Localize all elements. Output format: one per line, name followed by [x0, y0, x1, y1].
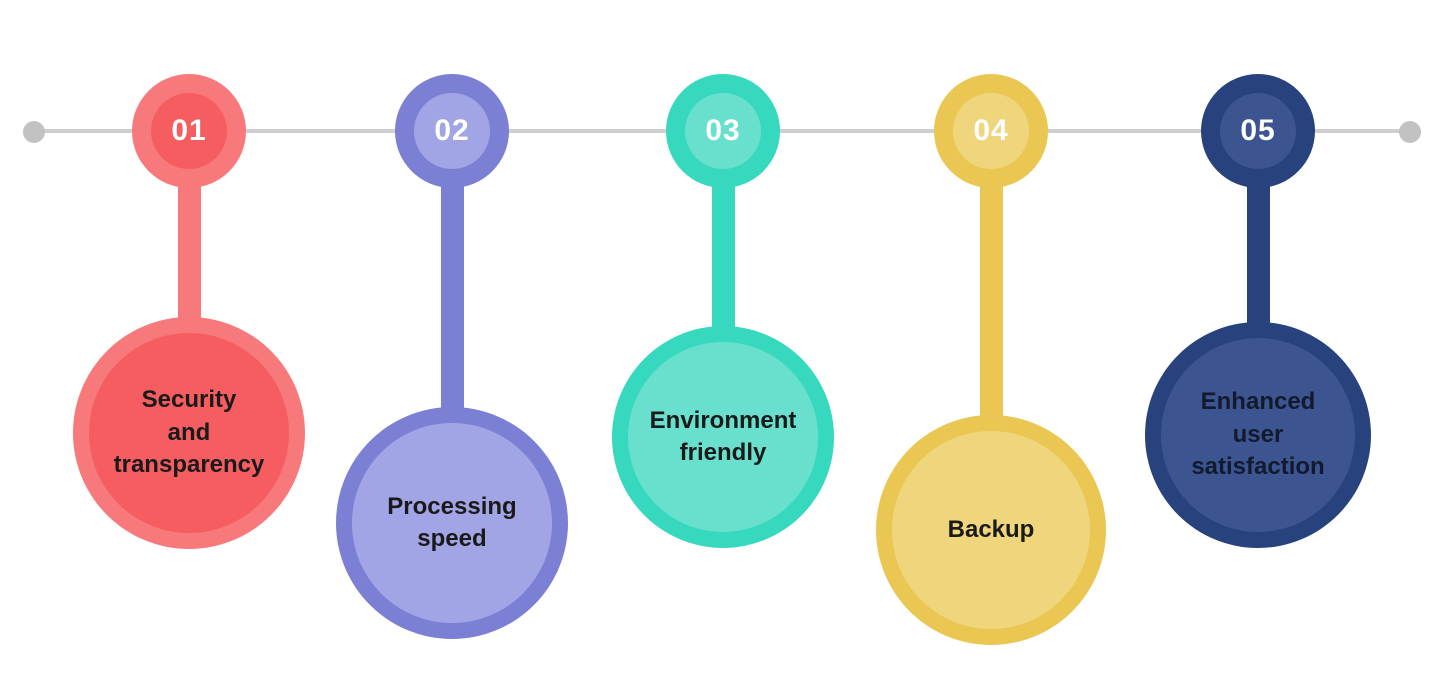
- label-bubble-inner: Security and transparency: [89, 333, 289, 533]
- step-label: Processing speed: [387, 492, 517, 552]
- label-bubble-inner: Backup: [892, 431, 1090, 629]
- number-node-inner: 03: [685, 93, 761, 169]
- step-number: 01: [171, 114, 207, 147]
- label-bubble: Processing speed: [336, 407, 568, 639]
- number-node-inner: 01: [151, 93, 227, 169]
- label-bubble: Environment friendly: [612, 326, 834, 548]
- number-node: 03: [666, 74, 780, 188]
- number-node-inner: 05: [1220, 93, 1296, 169]
- number-node: 05: [1201, 74, 1315, 188]
- label-bubble: Backup: [876, 415, 1106, 645]
- number-node-inner: 02: [414, 93, 490, 169]
- step-label: Security and transparency: [113, 386, 265, 479]
- label-bubble: Security and transparency: [73, 317, 305, 549]
- number-node: 01: [132, 74, 246, 188]
- number-node: 04: [934, 74, 1048, 188]
- label-bubble-inner: Environment friendly: [628, 342, 818, 532]
- step-number: 04: [973, 114, 1009, 147]
- step-number: 05: [1240, 114, 1276, 147]
- step-label: Enhanced user satisfaction: [1191, 388, 1325, 481]
- step-label: Backup: [947, 515, 1035, 543]
- step-number: 02: [434, 114, 470, 147]
- label-bubble: Enhanced user satisfaction: [1145, 322, 1371, 548]
- step-label: Environment friendly: [649, 406, 797, 466]
- line-end-dot-left: [23, 121, 45, 143]
- label-bubble-inner: Enhanced user satisfaction: [1161, 338, 1355, 532]
- step-number: 03: [705, 114, 741, 147]
- label-bubble-inner: Processing speed: [352, 423, 552, 623]
- number-node: 02: [395, 74, 509, 188]
- line-end-dot-right: [1399, 121, 1421, 143]
- number-node-inner: 04: [953, 93, 1029, 169]
